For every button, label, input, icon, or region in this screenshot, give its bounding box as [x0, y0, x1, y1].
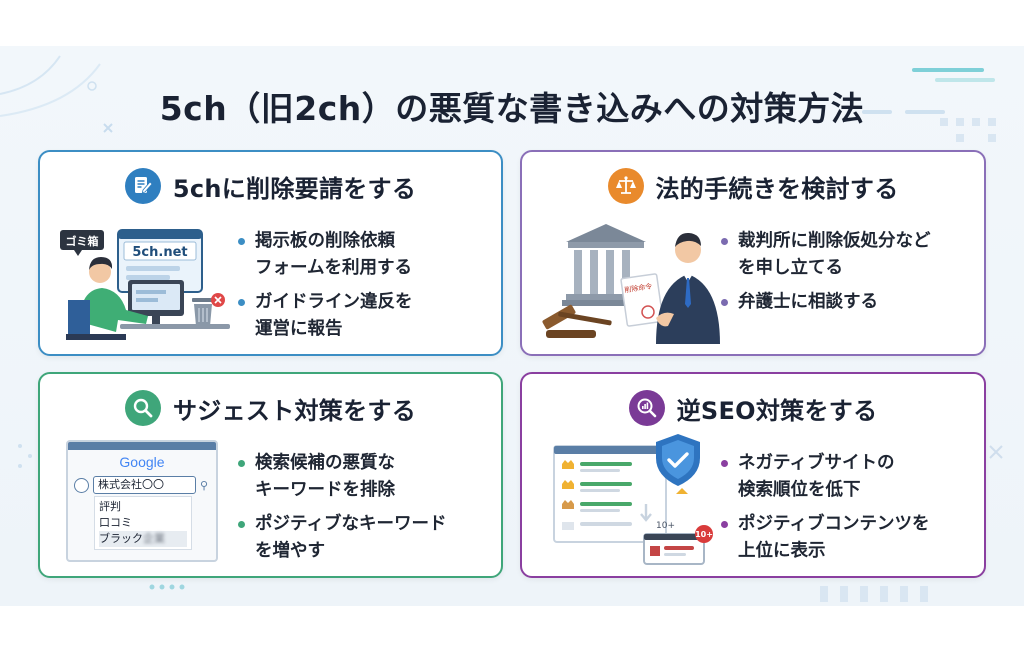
card-delete-request: 5chに削除要請をする 5ch.net ゴミ箱 掲示板の削除依頼 フォー [38, 150, 503, 356]
list-item: ネガティブサイトの 検索順位を低下 [718, 450, 929, 504]
illustration-search-suggest: Google 株式会社〇〇 ⚲ 評判 口コミ ブラック企業 [66, 440, 218, 562]
search-icon [125, 390, 161, 426]
page-title: 5ch（旧2ch）の悪質な書き込みへの対策方法 [159, 89, 865, 128]
card-header: サジェスト対策をする [40, 386, 501, 430]
search-query: 株式会社〇〇 [93, 476, 196, 494]
bullet-list: 掲示板の削除依頼 フォームを利用する ガイドライン違反を 運営に報告 [235, 228, 413, 350]
suggestion-list: 評判 口コミ ブラック企業 [94, 496, 192, 550]
illustration-court-lawyer: 削除命令 [542, 224, 720, 344]
card-title: 逆SEO対策をする [676, 396, 878, 425]
card-legal-procedure: 法的手続きを検討する 削除命令 裁判所に削除仮処分など を申し立てる 弁護士に相… [520, 150, 986, 356]
decorative-circuit-lines [0, 55, 1003, 602]
illustration-ranking: 10+ 10+ [553, 434, 713, 565]
document-label: 削除命令 [624, 281, 653, 294]
blurred-text: 企業 [143, 532, 165, 545]
card-suggest-measures: サジェスト対策をする Google 株式会社〇〇 ⚲ 評判 口コミ ブラック企業… [38, 372, 503, 578]
suggestion-item: 口コミ [99, 516, 132, 529]
card-header: 5chに削除要請をする [40, 164, 501, 208]
rank-label: 10+ [656, 521, 675, 531]
card-title: 法的手続きを検討する [655, 174, 899, 203]
list-item: ポジティブなキーワード を増やす [235, 511, 446, 565]
suggestion-item: 評判 [99, 500, 121, 513]
analytics-search-icon [628, 390, 665, 426]
suggestion-item: ブラック企業 [99, 531, 187, 547]
bullet-list: 検索候補の悪質な キーワードを排除 ポジティブなキーワード を増やす [235, 450, 446, 572]
list-item: 掲示板の削除依頼 フォームを利用する [235, 228, 413, 282]
trash-label: ゴミ箱 [66, 234, 99, 248]
google-logo: Google [119, 454, 165, 470]
rank-badge: 10+ [695, 530, 713, 539]
bullet-list: 裁判所に削除仮処分など を申し立てる 弁護士に相談する [718, 228, 931, 323]
card-title: 5chに削除要請をする [172, 174, 417, 203]
site-label: 5ch.net [132, 245, 187, 260]
bullet-list: ネガティブサイトの 検索順位を低下 ポジティブコンテンツを 上位に表示 [718, 450, 929, 572]
list-item: 弁護士に相談する [718, 289, 931, 316]
card-reverse-seo: 逆SEO対策をする 10+ [520, 372, 986, 578]
list-item: 裁判所に削除仮処分など を申し立てる [718, 228, 931, 282]
search-icon: ⚲ [199, 478, 208, 492]
list-item: ガイドライン違反を 運営に報告 [235, 289, 413, 343]
user-avatar-icon [74, 477, 89, 493]
card-title: サジェスト対策をする [173, 396, 416, 425]
card-header: 法的手続きを検討する [522, 164, 984, 208]
edit-document-icon [124, 168, 161, 204]
scales-icon [607, 168, 644, 204]
list-item: ポジティブコンテンツを 上位に表示 [718, 511, 929, 565]
browser-bar [68, 442, 216, 450]
card-header: 逆SEO対策をする [522, 386, 984, 430]
illustration-person-computer: 5ch.net ゴミ箱 [60, 229, 230, 340]
list-item: 検索候補の悪質な キーワードを排除 [235, 450, 446, 504]
